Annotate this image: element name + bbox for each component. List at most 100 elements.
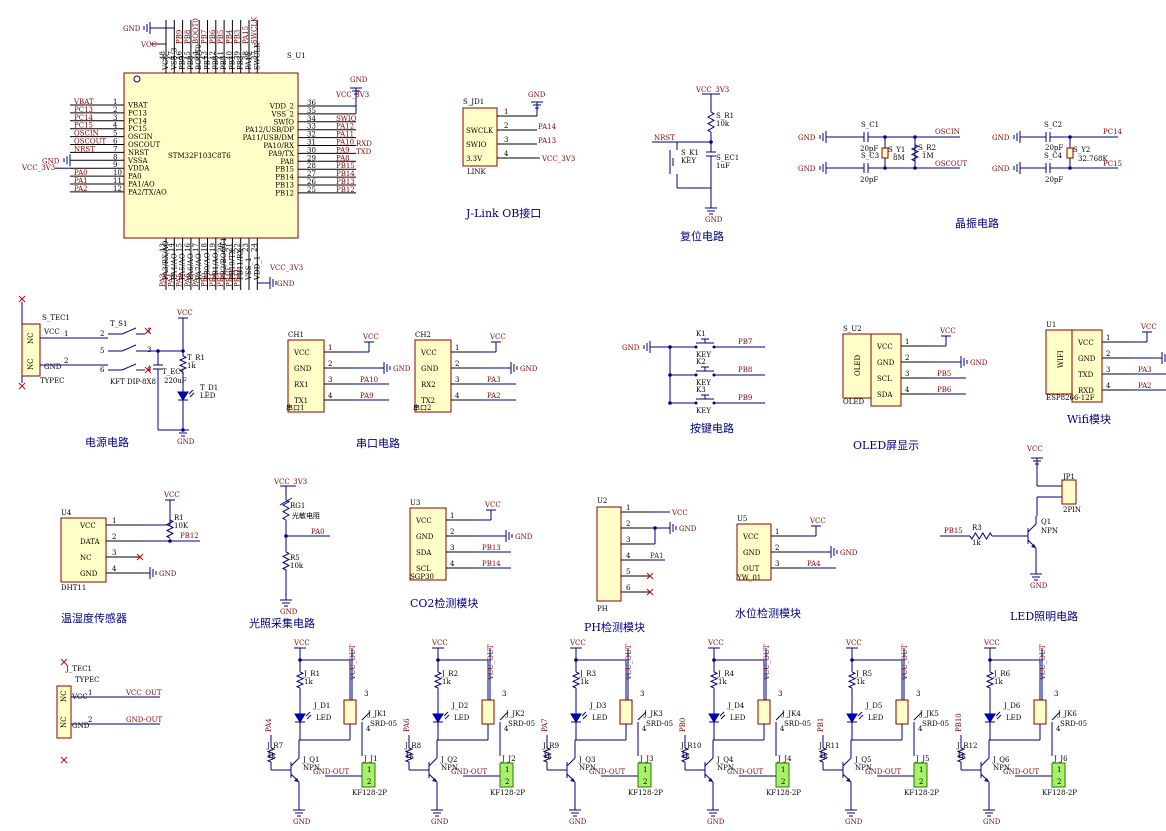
- wire: [847, 671, 857, 689]
- power-label: VCC: [362, 333, 379, 341]
- capacitor: [863, 163, 869, 173]
- nc-mark: [18, 382, 26, 390]
- mcu-part-name: STM32F103C8T6: [168, 152, 231, 160]
- r-ref: S_R1: [716, 112, 734, 120]
- nc-text: NC: [60, 717, 68, 728]
- resistor: [266, 747, 276, 763]
- diode-triangle: [984, 713, 996, 723]
- pin-number: 1: [367, 766, 371, 774]
- gnd-label: GND: [1030, 582, 1048, 590]
- pin-name: GND: [877, 359, 895, 367]
- pin-number: 47: [167, 51, 175, 60]
- gnd-label: GND: [515, 533, 533, 541]
- pin-number: 1: [450, 512, 454, 520]
- junction-dot: [850, 658, 854, 662]
- typec-vcc: VCC: [43, 328, 60, 336]
- r-val: 1k: [856, 678, 865, 686]
- key-val: KEY: [696, 379, 711, 387]
- nc-mark: [18, 295, 26, 303]
- vcc-label: VCC: [1026, 445, 1043, 453]
- pin-number: 8: [113, 153, 117, 161]
- pin-name: RXD: [1078, 387, 1094, 395]
- conn-ref: J_J3: [639, 755, 654, 763]
- vcc-label: VCC_3V3: [695, 86, 729, 94]
- net-label: PB11: [234, 268, 242, 287]
- power-flag: VCC: [163, 491, 180, 501]
- wire: [720, 714, 726, 720]
- net-label: PB0: [201, 273, 209, 287]
- switch-val: KFT DIP-8X8: [110, 378, 156, 386]
- terminal-block: [499, 762, 514, 788]
- conn-val: KF128-2P: [1042, 789, 1077, 797]
- net-label: PA15: [242, 26, 250, 44]
- junction-dot: [574, 658, 578, 662]
- pin-number: 38: [242, 51, 250, 60]
- pin-number: 2: [505, 778, 509, 786]
- key-val: KEY: [681, 157, 696, 165]
- net-label: PA2: [1138, 382, 1152, 390]
- r-ref: T_R1: [187, 354, 205, 362]
- pin-number: 1: [1106, 334, 1110, 342]
- d-ref: J_D6: [1003, 702, 1021, 710]
- pin-name: PA11/USB/DM: [243, 134, 294, 142]
- resistor: [969, 532, 993, 540]
- net-label: PB10: [225, 268, 233, 287]
- q-val: NPN: [441, 764, 458, 772]
- emitter-arrow: [846, 778, 851, 782]
- pin-number: 3: [504, 136, 508, 144]
- net-label: PB6: [209, 29, 217, 44]
- key-ref: K1: [696, 330, 706, 338]
- r-ref: J_R2: [441, 670, 458, 678]
- pin-name: VCC: [415, 517, 432, 525]
- r-val: 1k: [304, 678, 313, 686]
- r-ref: J_R1: [303, 670, 320, 678]
- pin-number: 1: [905, 338, 909, 346]
- dht-ref: U4: [61, 509, 72, 517]
- gnd-label: GND: [293, 818, 311, 826]
- diode-triangle: [294, 713, 306, 723]
- gnd-label: GND: [840, 549, 858, 557]
- gnd-symbol: GND: [280, 599, 298, 616]
- net-label: PB7: [201, 30, 209, 44]
- led-diode: [708, 711, 726, 723]
- pin-name: OSCIN: [128, 133, 153, 141]
- dht-body: [60, 517, 107, 583]
- gnd-symbol: GND: [42, 154, 71, 167]
- resistor: [818, 747, 828, 763]
- junction-dot: [883, 135, 887, 139]
- pin-name: SDA: [877, 391, 893, 399]
- q-val: NPN: [993, 764, 1010, 772]
- typec-type: TYPEC: [75, 676, 99, 684]
- power-label: VCC: [176, 309, 193, 317]
- junction-dot: [436, 658, 440, 662]
- pin-number: 2: [112, 533, 116, 541]
- key-net: PB8: [738, 366, 752, 374]
- conn-ref: J_J6: [1053, 755, 1068, 763]
- r-val: 10k: [290, 562, 304, 570]
- npn-transistor: [421, 757, 438, 783]
- pin-name: GND: [421, 365, 439, 373]
- conn-val: KF128-2P: [490, 789, 525, 797]
- net-label: PB15: [336, 162, 355, 170]
- npn-transistor: [697, 757, 714, 783]
- pin-name: PC14: [128, 117, 148, 125]
- gnd-symbol: GND: [798, 131, 827, 143]
- net-label: VCC_3V3: [335, 91, 369, 99]
- co2-name: SGP30: [410, 573, 434, 581]
- pc14-label: PC14: [1103, 128, 1123, 136]
- gnd-symbol: GND: [177, 429, 195, 446]
- d-ref: J_D4: [727, 702, 745, 710]
- relay-channel-1: VCCJ_R11kJ_D1LEDVCC_OUT34J_JK1SRD-05PA4J…: [265, 639, 397, 826]
- emitter-arrow: [294, 778, 299, 782]
- conn-ref: J_J1: [363, 755, 378, 763]
- nrst-label: NRST: [654, 134, 675, 142]
- d-ref: J_D5: [865, 702, 882, 710]
- no-connect: [136, 553, 144, 561]
- rb-val: 1k: [405, 752, 414, 760]
- pin-name: VSS_1: [245, 258, 253, 281]
- wire: [775, 711, 785, 721]
- pin-name: BOOT0: [195, 44, 203, 70]
- gnd-label: GND: [622, 344, 640, 352]
- ph-body: [596, 506, 622, 602]
